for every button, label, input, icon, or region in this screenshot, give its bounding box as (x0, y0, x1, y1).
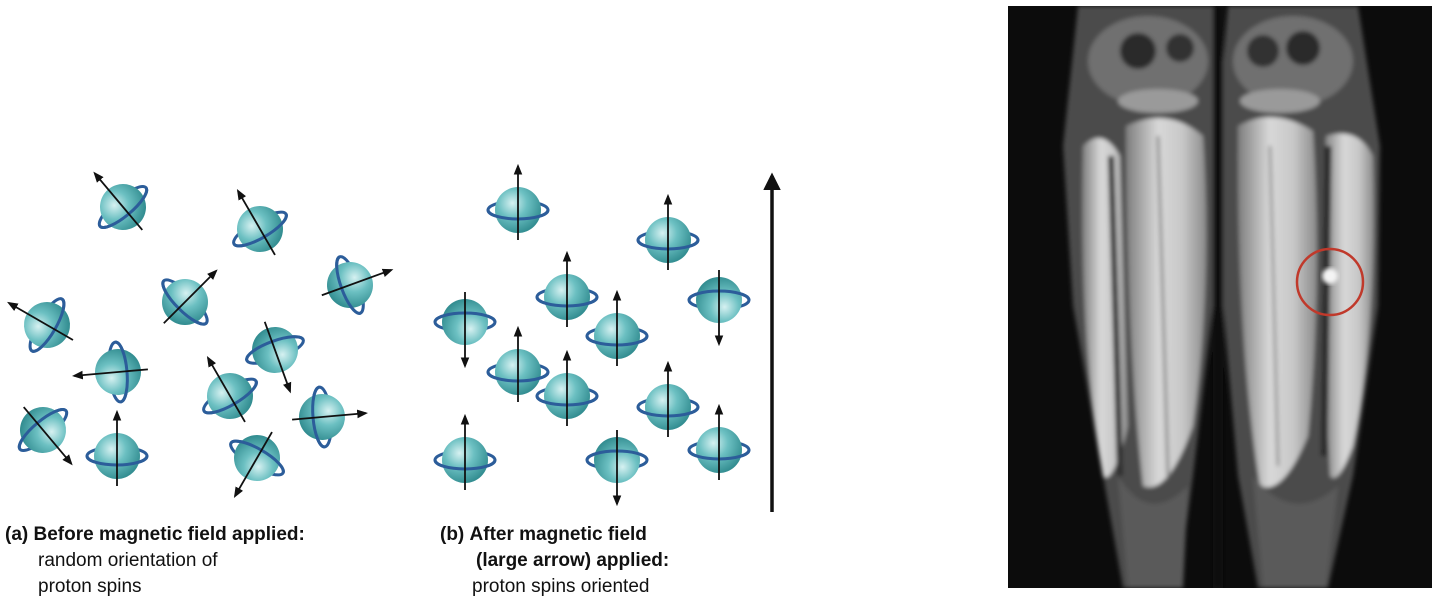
caption-a-tag: (a) (5, 524, 29, 545)
proton-random-10 (17, 406, 73, 466)
proton-random-7 (245, 321, 305, 394)
caption-a-heading: Before magnetic field applied: (33, 524, 305, 545)
proton-aligned-6 (585, 289, 649, 366)
caption-b-line2: (large arrow) applied: (476, 550, 670, 571)
proton-random-8 (202, 356, 258, 423)
proton-random-5 (7, 297, 74, 353)
proton-spin-diagram (7, 163, 781, 512)
proton-aligned-1 (486, 163, 550, 240)
proton-aligned-5 (433, 292, 497, 369)
proton-random-2 (232, 189, 288, 256)
proton-aligned-2 (636, 193, 700, 270)
proton-aligned-10 (433, 413, 497, 490)
caption-b-tag: (b) (440, 524, 465, 545)
proton-aligned-8 (535, 349, 599, 426)
caption-a-line3: proton spins (38, 576, 142, 597)
caption-a-line2: random orientation of (38, 550, 218, 571)
proton-aligned-4 (687, 270, 751, 347)
caption-a: (a) Before magnetic field applied: rando… (5, 522, 305, 600)
proton-random-9 (292, 385, 368, 449)
caption-b-heading: After magnetic field (469, 524, 647, 545)
lesion-marker-circle (1295, 247, 1365, 317)
proton-aligned-3 (535, 250, 599, 327)
caption-b: (b) After magnetic field (large arrow) a… (440, 522, 669, 600)
proton-random-4 (321, 255, 394, 315)
proton-random-11 (85, 409, 149, 486)
aligned-proton-group (433, 163, 751, 507)
mri-scan-image (1008, 6, 1432, 588)
proton-aligned-11 (585, 430, 649, 507)
proton-random-12 (229, 431, 285, 498)
proton-random-3 (161, 269, 218, 326)
proton-aligned-9 (636, 360, 700, 437)
proton-aligned-12 (687, 403, 751, 480)
random-proton-group (7, 171, 394, 498)
proton-random-1 (93, 171, 149, 231)
caption-b-line3: proton spins oriented (472, 576, 650, 597)
proton-aligned-7 (486, 325, 550, 402)
proton-random-6 (72, 340, 148, 404)
